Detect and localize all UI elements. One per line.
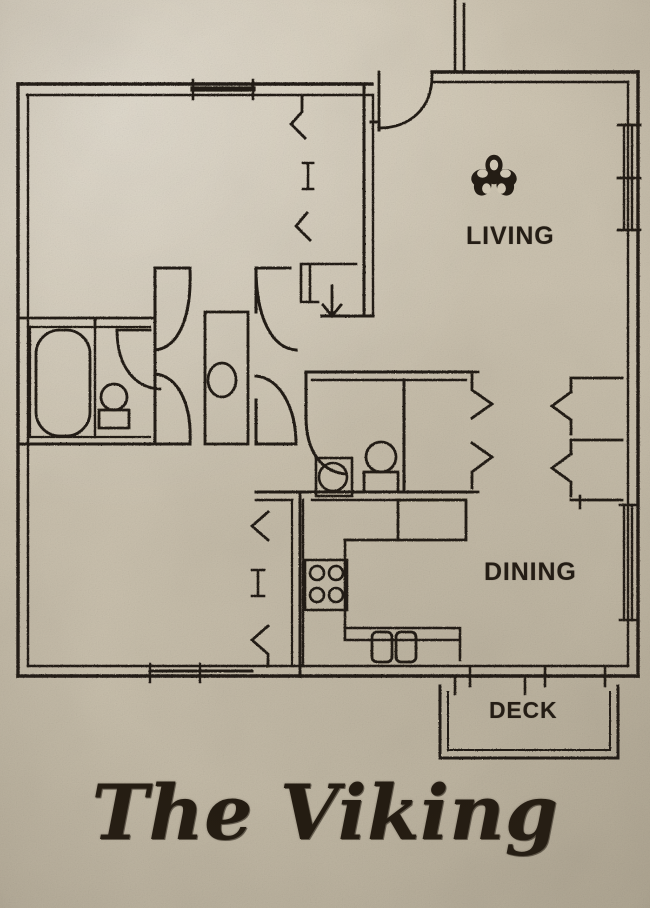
bifold-door-bedroom-north: [289, 94, 307, 140]
closet-hall-door-arrow: [321, 284, 343, 319]
closet-right-upper-box: [569, 376, 624, 442]
bifold-closet-right-upper: [549, 390, 573, 436]
range-cooktop: [303, 558, 349, 612]
entry-stub-wall: [453, 0, 466, 74]
window-top-left-ticks: [191, 78, 255, 101]
bifold-bedroom2-upper: [249, 510, 270, 542]
deck-door-ticks: [453, 676, 527, 696]
hall-door-a-arc: [153, 266, 192, 352]
window-bottom-left-ticks: [148, 662, 202, 684]
entry-door-swing-arc: [377, 74, 434, 130]
deck-outline-inner: [447, 691, 611, 751]
page-title: The Viking: [91, 768, 559, 857]
closet-hall-small: [299, 262, 358, 304]
bath-door-swing-arc: [115, 328, 162, 391]
closet-right-lower-box: [569, 438, 624, 502]
bifold-door-bedroom-mid: [294, 211, 312, 242]
kitchen-double-sink: [370, 630, 418, 664]
kitchen-counter-south: [343, 626, 462, 662]
bifold-bedroom2-lower: [249, 624, 270, 668]
hall-door-c-arc: [254, 266, 298, 352]
deck-outline: [438, 684, 620, 760]
toilet-master: [97, 382, 131, 430]
window-right-living-ticks: [616, 123, 642, 232]
window-right-dining: [622, 503, 634, 622]
room-label-living: LIVING: [466, 222, 555, 250]
closet-center-wall-east: [462, 370, 480, 494]
flower-icon: [471, 154, 517, 196]
kitchen-upper-cabinet: [396, 498, 468, 542]
vanity-sink-hall: [206, 361, 238, 399]
bathtub-fixture: [34, 328, 92, 438]
room-label-deck: DECK: [489, 697, 558, 723]
window-right-dining-ticks: [618, 503, 640, 622]
entry-door-leaf: [377, 70, 434, 129]
vanity-sink-second-bath: [314, 456, 354, 498]
bifold-closet-center-lower: [470, 441, 495, 490]
hall-door-d-arc: [254, 374, 298, 446]
toilet-second-bath: [362, 440, 400, 494]
wall-symbol-bedroom2: [250, 568, 266, 598]
room-label-dining: DINING: [484, 558, 577, 586]
window-bottom-right-ticks: [468, 666, 607, 688]
hall-door-b-arc: [153, 372, 192, 446]
bifold-closet-center-upper: [470, 373, 495, 420]
wall-symbol-hall-upper: [301, 161, 315, 191]
bifold-closet-right-lower: [549, 452, 573, 498]
linen-closet-box: [203, 310, 250, 446]
